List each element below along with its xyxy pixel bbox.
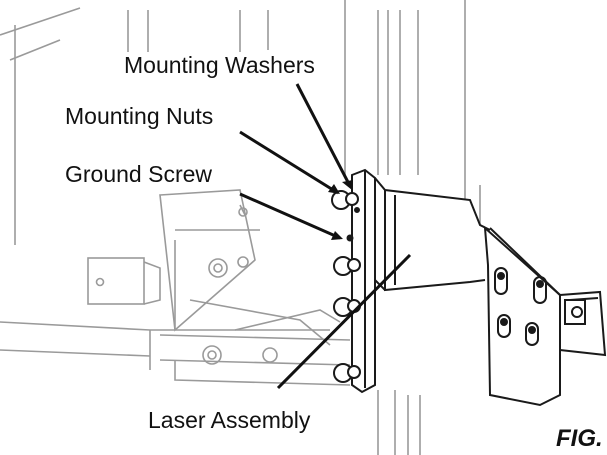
label-laser-assembly: Laser Assembly <box>146 407 313 433</box>
leader-lines <box>239 83 412 390</box>
nut-4 <box>333 363 361 383</box>
label-mounting-washers: Mounting Washers <box>122 52 317 78</box>
nut-3 <box>333 297 361 317</box>
mounting-hardware <box>331 190 361 383</box>
figure-caption: FIG. <box>556 425 603 452</box>
laser-assembly-bracket <box>351 168 607 407</box>
ground-screw <box>346 234 354 242</box>
label-ground-screw: Ground Screw <box>63 161 215 187</box>
nut-1 <box>331 190 359 210</box>
leader-mounting-washers <box>295 83 352 187</box>
leader-laser-assembly <box>276 253 412 390</box>
label-mounting-nuts: Mounting Nuts <box>63 103 216 129</box>
machine-frame <box>0 0 481 455</box>
nut-2 <box>333 256 361 276</box>
leader-ground-screw <box>239 192 341 240</box>
leader-arrowheads <box>328 180 353 240</box>
leader-mounting-nuts <box>239 130 339 195</box>
